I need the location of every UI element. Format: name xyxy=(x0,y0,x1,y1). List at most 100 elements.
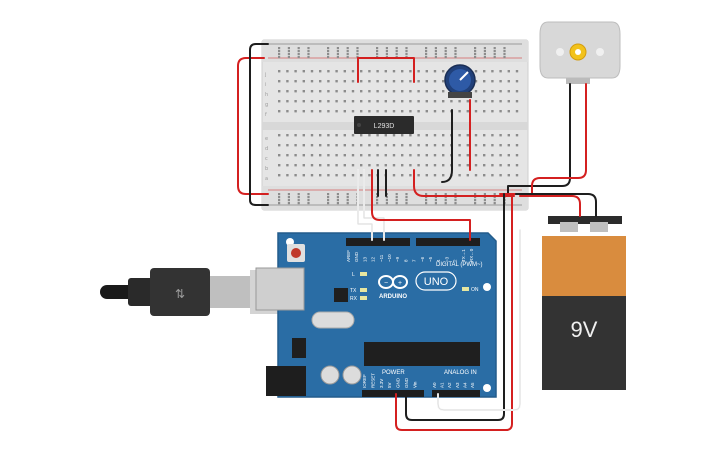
breadboard-hole[interactable] xyxy=(327,110,330,113)
breadboard-hole[interactable] xyxy=(310,80,314,83)
rail-hole[interactable] xyxy=(395,193,398,196)
breadboard-hole[interactable] xyxy=(515,154,519,157)
breadboard-hole[interactable] xyxy=(425,110,428,113)
rail-hole[interactable] xyxy=(336,50,339,53)
rail-hole[interactable] xyxy=(405,196,408,199)
breadboard-hole[interactable] xyxy=(425,154,428,157)
breadboard-hole[interactable] xyxy=(417,70,420,73)
breadboard-hole[interactable] xyxy=(491,144,494,147)
breadboard-hole[interactable] xyxy=(302,144,305,147)
breadboard-hole[interactable] xyxy=(401,144,404,147)
breadboard-hole[interactable] xyxy=(466,174,469,177)
breadboard-hole[interactable] xyxy=(425,134,428,137)
rail-hole[interactable] xyxy=(503,47,506,50)
rail-hole[interactable] xyxy=(297,47,300,50)
breadboard-hole[interactable] xyxy=(499,164,502,167)
breadboard-hole[interactable] xyxy=(401,164,404,167)
breadboard-hole[interactable] xyxy=(278,174,281,177)
rail-hole[interactable] xyxy=(336,199,339,202)
rail-hole[interactable] xyxy=(493,53,496,56)
breadboard-hole[interactable] xyxy=(302,70,305,73)
breadboard-hole[interactable] xyxy=(409,164,412,167)
rail-hole[interactable] xyxy=(493,193,496,196)
breadboard-hole[interactable] xyxy=(327,154,330,157)
breadboard-hole[interactable] xyxy=(401,100,404,103)
rail-hole[interactable] xyxy=(454,47,457,50)
breadboard-hole[interactable] xyxy=(384,164,387,167)
breadboard-hole[interactable] xyxy=(368,164,371,167)
breadboard-hole[interactable] xyxy=(507,134,510,137)
breadboard-hole[interactable] xyxy=(368,174,371,177)
breadboard-hole[interactable] xyxy=(351,80,355,83)
l293d-chip[interactable]: L293D xyxy=(354,116,414,134)
breadboard-hole[interactable] xyxy=(442,100,445,103)
breadboard-hole[interactable] xyxy=(507,70,510,73)
breadboard-hole[interactable] xyxy=(474,90,478,93)
rail-hole[interactable] xyxy=(395,50,398,53)
rail-hole[interactable] xyxy=(278,199,281,202)
breadboard-hole[interactable] xyxy=(417,110,420,113)
breadboard-hole[interactable] xyxy=(458,134,461,137)
breadboard-hole[interactable] xyxy=(310,164,314,167)
breadboard-hole[interactable] xyxy=(507,90,510,93)
breadboard-hole[interactable] xyxy=(368,134,371,137)
breadboard-hole[interactable] xyxy=(302,80,305,83)
rail-hole[interactable] xyxy=(376,202,379,205)
breadboard-hole[interactable] xyxy=(425,174,428,177)
breadboard-hole[interactable] xyxy=(302,134,305,137)
breadboard-hole[interactable] xyxy=(409,110,412,113)
breadboard-hole[interactable] xyxy=(368,100,371,103)
breadboard-hole[interactable] xyxy=(286,100,289,103)
breadboard-hole[interactable] xyxy=(294,154,297,157)
rail-hole[interactable] xyxy=(434,53,437,56)
breadboard-hole[interactable] xyxy=(294,90,297,93)
breadboard-hole[interactable] xyxy=(327,80,330,83)
rail-hole[interactable] xyxy=(444,196,447,199)
breadboard-hole[interactable] xyxy=(351,110,355,113)
breadboard-hole[interactable] xyxy=(433,80,437,83)
rail-hole[interactable] xyxy=(336,47,339,50)
rail-hole[interactable] xyxy=(356,56,359,59)
breadboard-hole[interactable] xyxy=(401,154,404,157)
rail-hole[interactable] xyxy=(278,56,281,59)
rail-hole[interactable] xyxy=(474,50,477,53)
rail-hole[interactable] xyxy=(287,193,290,196)
breadboard-hole[interactable] xyxy=(319,100,322,103)
rail-hole[interactable] xyxy=(385,53,388,56)
breadboard-hole[interactable] xyxy=(376,164,379,167)
breadboard-hole[interactable] xyxy=(360,154,363,157)
breadboard-hole[interactable] xyxy=(278,164,281,167)
breadboard-hole[interactable] xyxy=(483,110,486,113)
breadboard-hole[interactable] xyxy=(499,134,502,137)
rail-hole[interactable] xyxy=(454,193,457,196)
breadboard-hole[interactable] xyxy=(286,134,289,137)
rail-hole[interactable] xyxy=(278,193,281,196)
breadboard-hole[interactable] xyxy=(310,134,314,137)
breadboard-hole[interactable] xyxy=(483,70,486,73)
potentiometer[interactable] xyxy=(444,64,476,98)
breadboard-hole[interactable] xyxy=(433,134,437,137)
rail-hole[interactable] xyxy=(474,199,477,202)
breadboard-hole[interactable] xyxy=(335,80,338,83)
breadboard-hole[interactable] xyxy=(368,90,371,93)
breadboard-hole[interactable] xyxy=(491,174,494,177)
rail-hole[interactable] xyxy=(336,202,339,205)
rail-hole[interactable] xyxy=(278,196,281,199)
rail-hole[interactable] xyxy=(395,47,398,50)
breadboard-hole[interactable] xyxy=(327,144,330,147)
rail-hole[interactable] xyxy=(493,47,496,50)
breadboard-hole[interactable] xyxy=(483,80,486,83)
breadboard-hole[interactable] xyxy=(360,134,363,137)
rail-hole[interactable] xyxy=(395,53,398,56)
breadboard-hole[interactable] xyxy=(360,174,363,177)
rail-hole[interactable] xyxy=(307,56,310,59)
breadboard-hole[interactable] xyxy=(499,110,502,113)
breadboard-hole[interactable] xyxy=(417,134,420,137)
breadboard-hole[interactable] xyxy=(360,90,363,93)
rail-hole[interactable] xyxy=(493,56,496,59)
breadboard-hole[interactable] xyxy=(458,164,461,167)
breadboard-hole[interactable] xyxy=(286,80,289,83)
breadboard-hole[interactable] xyxy=(310,144,314,147)
breadboard-hole[interactable] xyxy=(302,90,305,93)
